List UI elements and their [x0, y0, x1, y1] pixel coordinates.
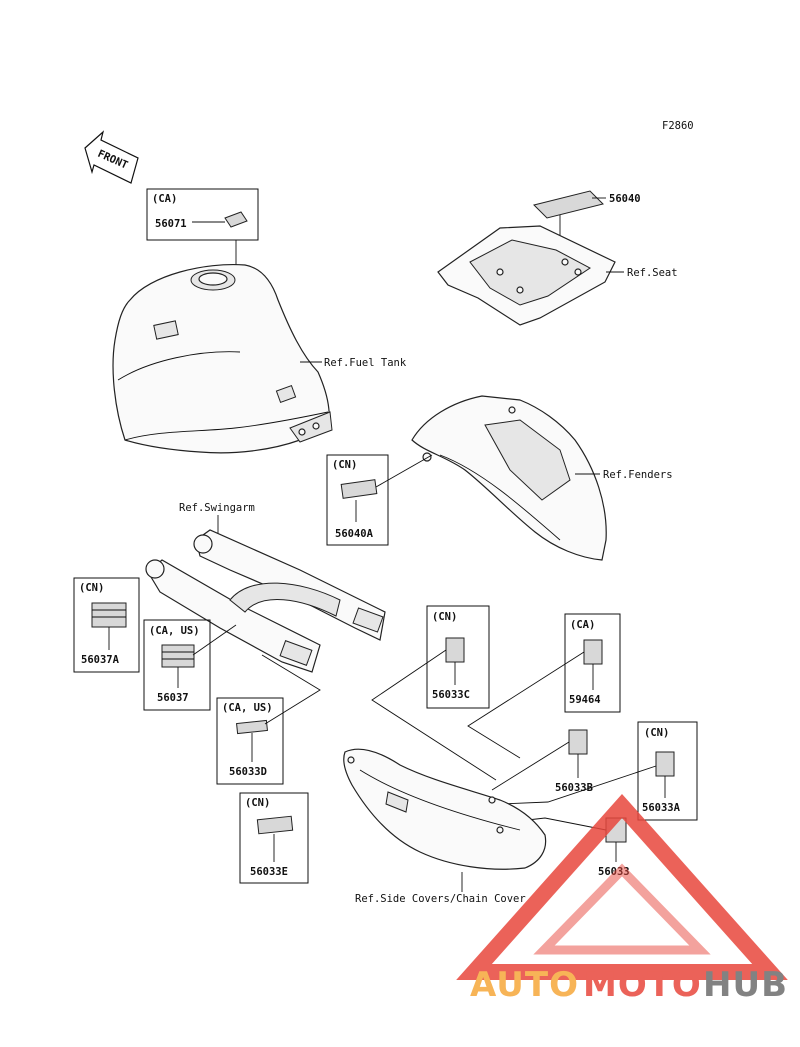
side-covers-illustration [343, 748, 547, 870]
fender-illustration [411, 395, 607, 561]
part-56071-region: (CA) [152, 193, 177, 205]
watermark-hub: HUB [703, 965, 788, 1005]
part-56033A-region: (CN) [644, 727, 669, 739]
part-56033C-group[interactable]: (CN) 56033C [371, 605, 497, 781]
decal-59464-icon [583, 639, 603, 665]
part-56037A-region: (CN) [79, 582, 104, 594]
decal-56037-icon [161, 644, 195, 668]
watermark-auto: AUTO [470, 965, 579, 1005]
swingarm-illustration [145, 529, 386, 673]
part-56040-group[interactable]: 56040 [533, 190, 641, 292]
decal-56040A-icon [340, 479, 378, 499]
part-56037A-number: 56037A [81, 654, 120, 666]
part-56033B-group[interactable]: 56033B [491, 729, 593, 794]
part-56033C-number: 56033C [432, 689, 470, 701]
ref-side-covers: Ref.Side Covers/Chain Cover [355, 893, 526, 905]
part-56033C-region: (CN) [432, 611, 457, 623]
part-56040-number: 56040 [609, 193, 641, 205]
part-59464-number: 59464 [569, 694, 601, 706]
decal-56040-icon [533, 190, 604, 219]
automotohub-watermark: AUTO MOTO HUB [456, 793, 788, 1005]
part-56033E-region: (CN) [245, 797, 270, 809]
part-56037-group[interactable]: (CA, US) 56037 [143, 619, 237, 711]
decal-56033D-icon [236, 719, 268, 735]
part-56033E-number: 56033E [250, 866, 288, 878]
figure-code: F2860 [662, 120, 694, 132]
fuel-tank-illustration [112, 263, 333, 454]
ref-swingarm: Ref.Swingarm [179, 502, 255, 514]
decal-56033C-icon [445, 637, 465, 663]
part-56033A-number: 56033A [642, 802, 681, 814]
seat-illustration [437, 225, 616, 326]
part-56037-region: (CA, US) [149, 625, 200, 637]
ref-fuel-tank: Ref.Fuel Tank [324, 357, 407, 369]
ref-fenders: Ref.Fenders [603, 469, 673, 481]
part-56071-group[interactable]: (CA) 56071 [146, 188, 259, 298]
front-arrow-icon: FRONT [84, 130, 139, 184]
part-56033E-group[interactable]: (CN) 56033E [239, 792, 309, 884]
watermark-moto: MOTO [583, 965, 702, 1005]
ref-seat: Ref.Seat [627, 267, 678, 279]
decal-56037A-icon [91, 602, 127, 628]
part-56033D-group[interactable]: (CA, US) 56033D [216, 654, 321, 785]
part-56033B-number: 56033B [555, 782, 593, 794]
part-56033D-number: 56033D [229, 766, 267, 778]
part-59464-group[interactable]: (CA) 59464 [467, 613, 621, 759]
decal-56033B-icon [568, 729, 588, 755]
part-56037A-group[interactable]: (CN) 56037A [73, 577, 140, 673]
decal-56071-icon [224, 211, 248, 228]
part-56040A-group[interactable]: (CN) 56040A [326, 454, 433, 546]
part-56040A-region: (CN) [332, 459, 357, 471]
part-56033D-region: (CA, US) [222, 702, 273, 714]
part-59464-region: (CA) [570, 619, 595, 631]
part-56071-number: 56071 [155, 218, 187, 230]
part-56037-number: 56037 [157, 692, 189, 704]
decal-56033E-icon [256, 815, 294, 835]
part-56033A-group[interactable]: (CN) 56033A [499, 721, 698, 821]
part-56040A-number: 56040A [335, 528, 374, 540]
decal-56033A-icon [655, 751, 675, 777]
